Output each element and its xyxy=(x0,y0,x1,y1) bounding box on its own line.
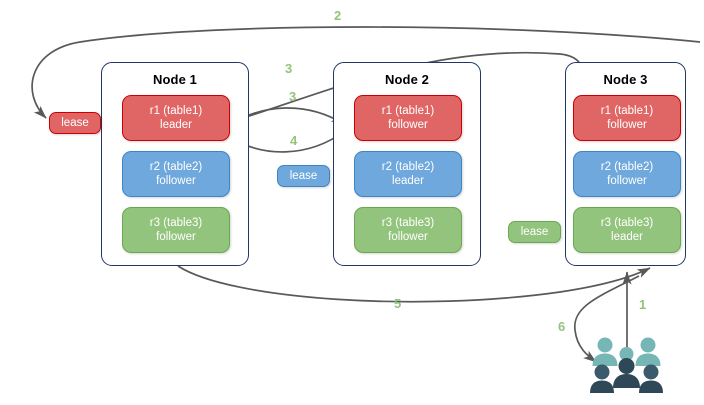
replica-node2-r1[interactable]: r1 (table1) follower xyxy=(354,95,462,141)
replica-role: leader xyxy=(392,175,424,187)
edge-label-step-3a: 3 xyxy=(285,61,293,76)
replica-name: r1 (table1) xyxy=(149,105,203,117)
edge-label-step-4: 4 xyxy=(290,133,298,148)
lease-chip-table3[interactable]: lease xyxy=(508,221,561,243)
replica-role: follower xyxy=(607,175,647,187)
lease-label: lease xyxy=(520,226,549,238)
node-container-node3[interactable]: Node 3 r1 (table1) follower r2 (table2) … xyxy=(565,62,686,266)
node-title: Node 2 xyxy=(385,72,429,87)
replica-name: r3 (table3) xyxy=(600,217,654,229)
replica-role: leader xyxy=(160,119,192,131)
replica-role: follower xyxy=(156,175,196,187)
replica-role: follower xyxy=(388,231,428,243)
replica-name: r2 (table2) xyxy=(149,161,203,173)
lease-label: lease xyxy=(61,117,89,129)
edge-label-step-1: 1 xyxy=(639,297,647,312)
edge-label-step-6: 6 xyxy=(558,319,566,334)
replica-node2-r3[interactable]: r3 (table3) follower xyxy=(354,207,462,253)
edge-label-step-5: 5 xyxy=(394,296,402,311)
replica-name: r3 (table3) xyxy=(381,217,435,229)
replica-role: leader xyxy=(611,231,643,243)
replica-node1-r2[interactable]: r2 (table2) follower xyxy=(122,151,230,197)
users-icon xyxy=(590,337,663,393)
edge-label-step-2: 2 xyxy=(334,8,342,23)
replica-node1-r3[interactable]: r3 (table3) follower xyxy=(122,207,230,253)
replica-node3-r3[interactable]: r3 (table3) leader xyxy=(573,207,681,253)
replica-name: r3 (table3) xyxy=(149,217,203,229)
edge-label-step-3b: 3 xyxy=(289,89,297,104)
replica-node1-r1[interactable]: r1 (table1) leader xyxy=(122,95,230,141)
lease-chip-table1[interactable]: lease xyxy=(49,112,101,134)
replica-node3-r2[interactable]: r2 (table2) follower xyxy=(573,151,681,197)
node-container-node2[interactable]: Node 2 r1 (table1) follower r2 (table2) … xyxy=(333,62,481,266)
node-title: Node 3 xyxy=(603,72,648,87)
replica-node3-r1[interactable]: r1 (table1) follower xyxy=(573,95,681,141)
replica-name: r2 (table2) xyxy=(381,161,435,173)
replica-role: follower xyxy=(156,231,196,243)
replica-role: follower xyxy=(607,119,647,131)
node-title: Node 1 xyxy=(153,72,197,87)
lease-label: lease xyxy=(289,170,318,182)
replica-name: r1 (table1) xyxy=(381,105,435,117)
replica-node2-r2[interactable]: r2 (table2) leader xyxy=(354,151,462,197)
replica-role: follower xyxy=(388,119,428,131)
edge-step-5 xyxy=(177,265,651,303)
replica-name: r2 (table2) xyxy=(600,161,654,173)
lease-chip-table2[interactable]: lease xyxy=(277,165,330,187)
replica-name: r1 (table1) xyxy=(600,105,654,117)
node-container-node1[interactable]: Node 1 r1 (table1) leader r2 (table2) fo… xyxy=(101,62,249,266)
